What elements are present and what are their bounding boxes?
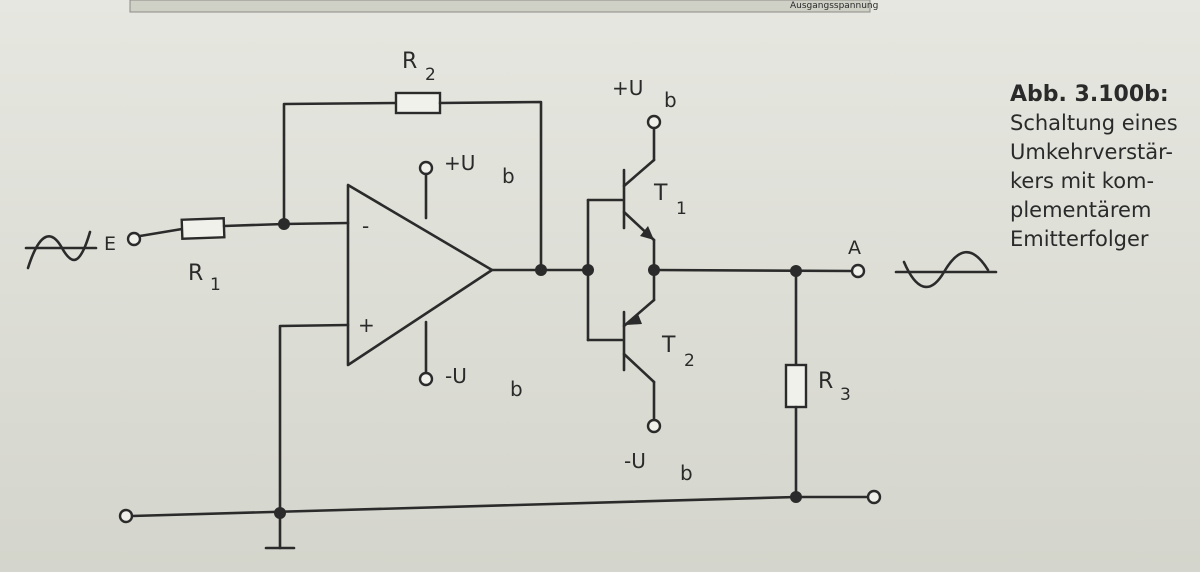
opamp-neg-supply-terminal [418, 371, 434, 387]
t1-emitter-arrow-icon [640, 226, 654, 240]
wire-r1-node [222, 222, 286, 228]
t1-sub: 1 [676, 199, 687, 219]
r3-sub: 3 [840, 385, 851, 405]
r1-sub: 1 [210, 275, 221, 295]
top-frame [129, 0, 871, 13]
wire-ground-rail [130, 495, 798, 518]
wire-feedback-right [438, 100, 543, 272]
output-label: A [848, 237, 861, 259]
t2-label: T [661, 333, 676, 358]
opamp-pos-supply-sub: b [502, 164, 515, 188]
top-frame-label: Ausgangsspannung [790, 1, 878, 11]
opamp-pos-supply-terminal [418, 160, 434, 176]
r2-sub: 2 [425, 65, 436, 85]
junction-dot [582, 264, 594, 276]
ground-left-terminal [118, 508, 134, 524]
t1-supply-label: +U [612, 76, 643, 100]
caption-line: Schaltung eines [1010, 111, 1178, 135]
output-terminal [850, 263, 866, 279]
opamp-minus-label: - [362, 214, 369, 238]
t2-sub: 2 [684, 351, 695, 371]
input-sine-icon [26, 230, 92, 270]
r1-label: R [188, 261, 203, 286]
junction-dot [535, 264, 547, 276]
resistor-r2 [394, 91, 442, 115]
r2-label: R [402, 49, 417, 74]
opamp-pos-supply-label: +U [444, 151, 475, 175]
t2-supply-terminal [646, 418, 662, 434]
resistor-r3 [784, 363, 808, 409]
resistor-r1 [180, 217, 226, 240]
t2-collector [622, 352, 656, 384]
caption-line: kers mit kom- [1010, 169, 1155, 193]
caption-title: Abb. 3.100b: [1010, 82, 1169, 107]
t1-label: T [653, 181, 668, 206]
junction-dot [790, 265, 802, 277]
t1-collector [622, 158, 656, 188]
caption-line: Emitterfolger [1010, 227, 1149, 251]
t2-emitter [622, 298, 656, 328]
figure-caption: Abb. 3.100b: Schaltung eines Umkehrverst… [1010, 80, 1200, 254]
t1-supply-terminal [646, 114, 662, 130]
wire-noninverting-ground [278, 323, 350, 515]
wire-output [652, 268, 854, 273]
t2-emitter-arrow-icon [626, 314, 642, 325]
junction-dot [274, 507, 286, 519]
junction-dot [648, 264, 660, 276]
input-terminal [126, 231, 142, 247]
t2-supply-label: -U [624, 449, 646, 473]
r3-label: R [818, 369, 833, 394]
junction-dot [278, 218, 290, 230]
t1-supply-sub: b [664, 88, 677, 112]
t2-supply-sub: b [680, 461, 693, 485]
wire-feedback-left [282, 101, 398, 226]
opamp-triangle [346, 183, 494, 367]
opamp-plus-label: + [358, 313, 375, 337]
caption-line: Umkehrverstär- [1010, 140, 1173, 164]
wire-input [138, 227, 184, 238]
caption-line: plementärem [1010, 198, 1152, 222]
ground-right-terminal [866, 489, 882, 505]
wire-inverting-input [282, 221, 350, 226]
input-label: E [104, 233, 116, 255]
opamp-neg-supply-label: -U [445, 364, 467, 388]
output-sine-icon [902, 250, 990, 289]
junction-dot [790, 491, 802, 503]
opamp-neg-supply-sub: b [510, 377, 523, 401]
